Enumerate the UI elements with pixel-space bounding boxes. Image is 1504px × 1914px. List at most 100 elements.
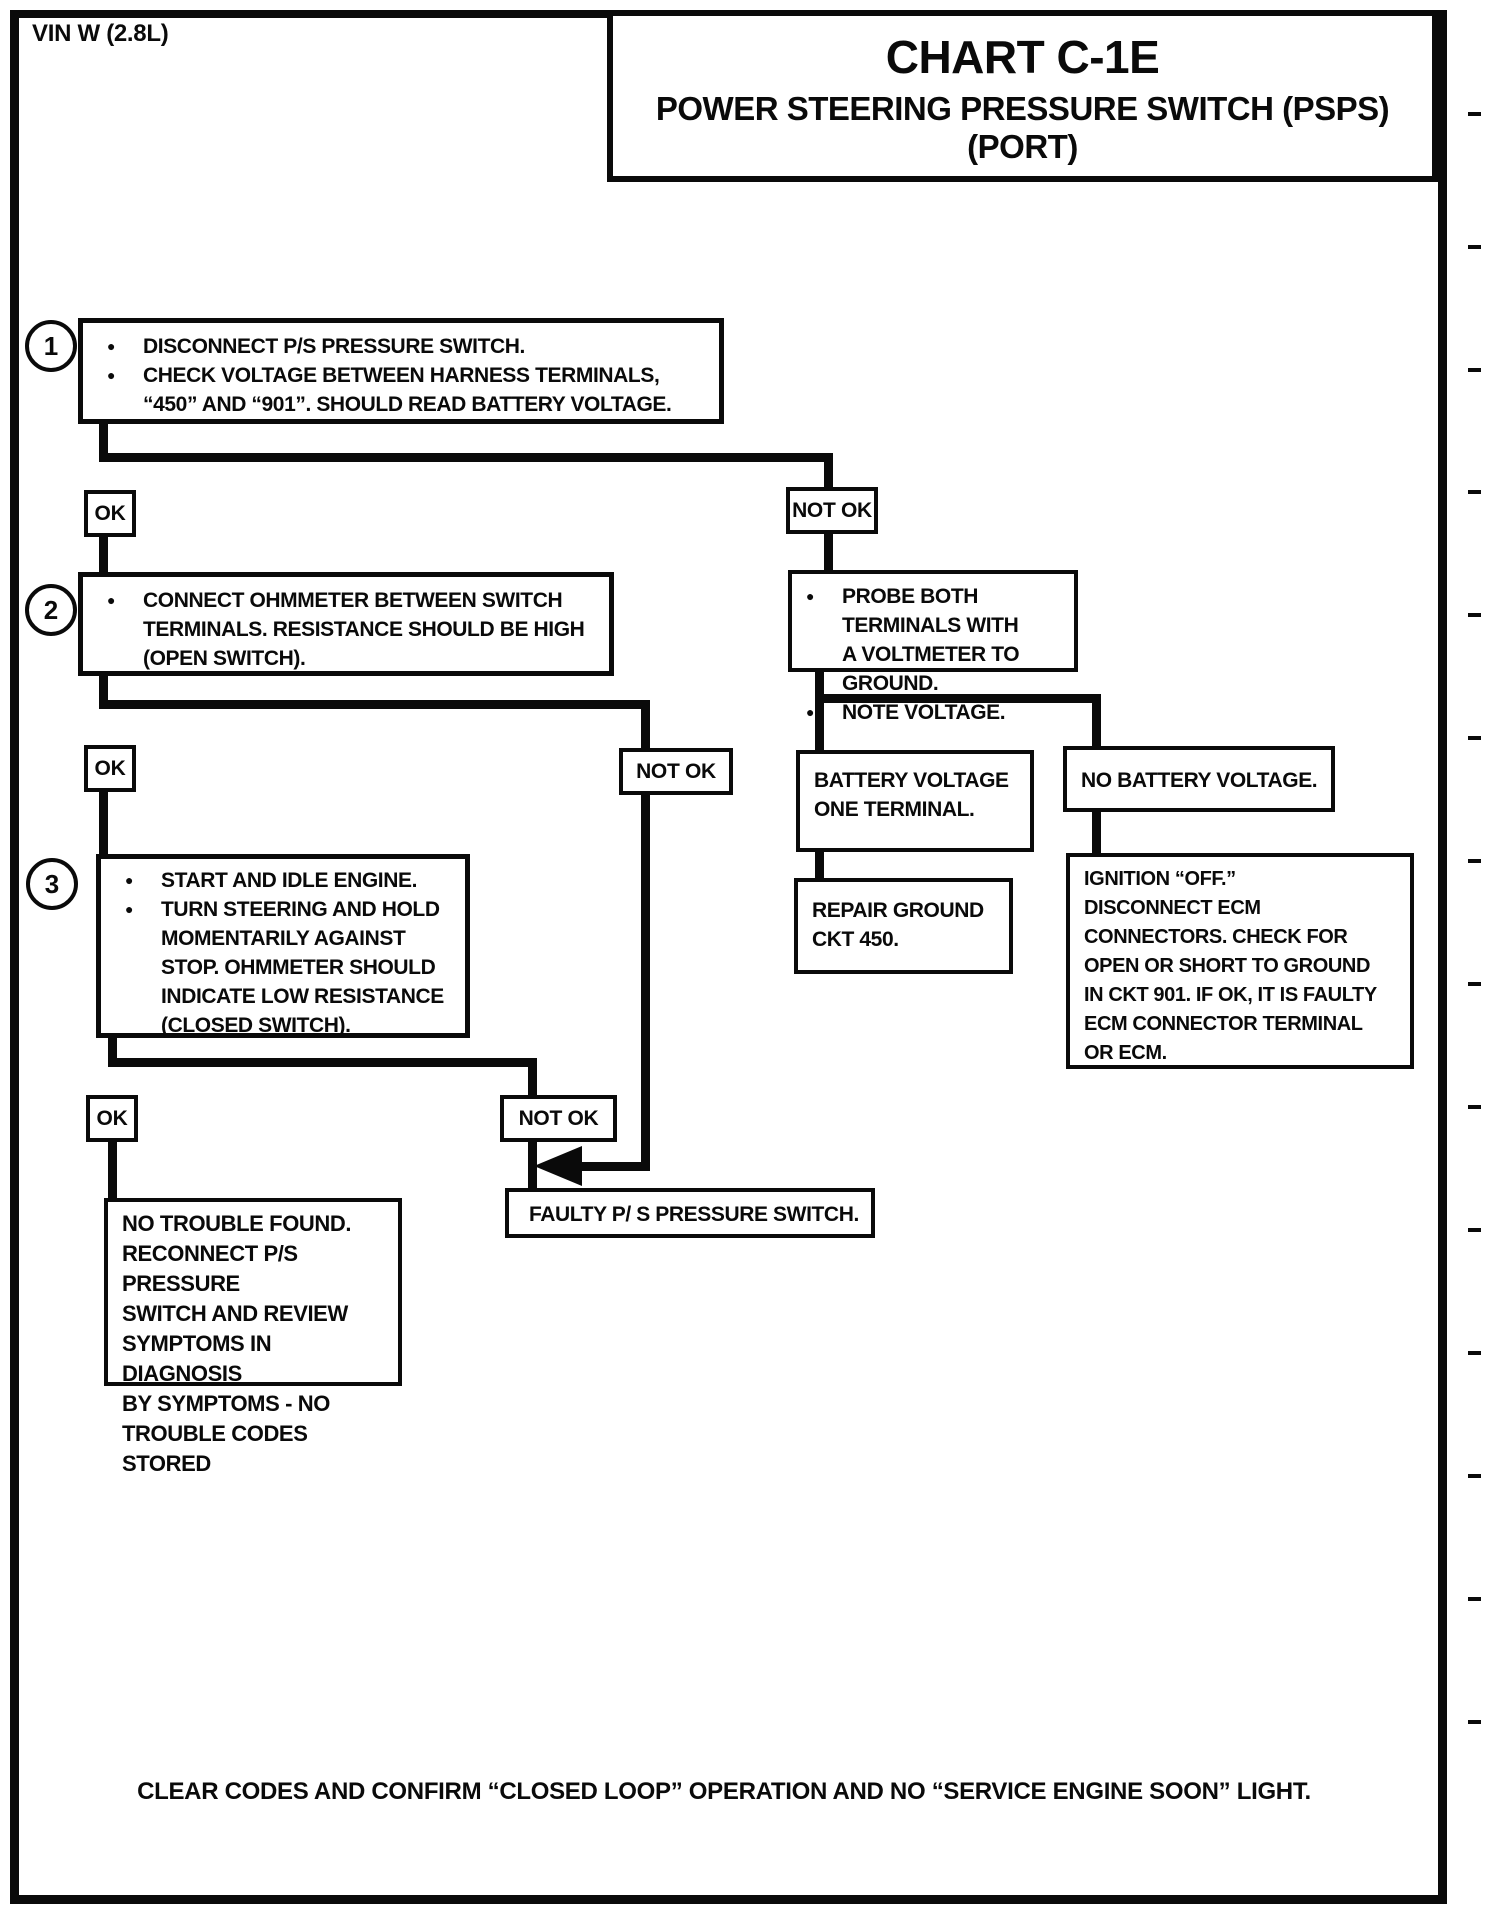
probe-line-1: PROBE BOTH TERMINALS WITH <box>842 585 1019 637</box>
repair-ground-box: REPAIR GROUND CKT 450. <box>794 878 1013 974</box>
chart-title-box: CHART C-1E POWER STEERING PRESSURE SWITC… <box>607 10 1438 182</box>
connector-line <box>815 852 824 878</box>
margin-tick <box>1468 1474 1481 1478</box>
connector-line <box>1092 812 1101 853</box>
margin-tick <box>1468 859 1481 863</box>
not-ok-label-1: NOT OK <box>786 487 878 534</box>
faulty-switch-line: FAULTY P/ S PRESSURE SWITCH. <box>529 1202 859 1226</box>
ignition-line-1: IGNITION “OFF.” <box>1084 868 1236 890</box>
page-border-bottom <box>10 1895 1447 1904</box>
ok-label-3: OK <box>86 1095 138 1142</box>
connector-line <box>108 1038 117 1062</box>
ignition-line-6: ECM CONNECTOR TERMINAL <box>1084 1013 1363 1035</box>
no-trouble-line-4: SYMPTOMS IN DIAGNOSIS <box>122 1331 272 1386</box>
connector-line <box>99 424 108 457</box>
connector-line <box>528 1142 537 1188</box>
ignition-off-box: IGNITION “OFF.” DISCONNECT ECM CONNECTOR… <box>1066 853 1414 1069</box>
step-3-number: 3 <box>44 868 60 899</box>
step-3-circle: 3 <box>26 858 78 910</box>
margin-tick <box>1468 1351 1481 1355</box>
step-1-number: 1 <box>43 330 59 361</box>
bullet-icon: ● <box>107 338 116 354</box>
no-battery-line: NO BATTERY VOLTAGE. <box>1081 768 1318 792</box>
probe-box: ●PROBE BOTH TERMINALS WITH A VOLTMETER T… <box>788 570 1078 724</box>
bullet-icon: ● <box>125 901 134 917</box>
battery-voltage-box: BATTERY VOLTAGE ONE TERMINAL. <box>796 750 1034 852</box>
ignition-line-2: DISCONNECT ECM <box>1084 897 1261 919</box>
margin-tick <box>1468 1597 1481 1601</box>
repair-line-2: CKT 450. <box>812 928 899 951</box>
margin-tick <box>1468 736 1481 740</box>
ok-label-2: OK <box>84 745 136 792</box>
connector-line <box>99 792 108 854</box>
step-3-line-6: (CLOSED SWITCH). <box>161 1014 351 1037</box>
footer-note: CLEAR CODES AND CONFIRM “CLOSED LOOP” OP… <box>137 1778 1311 1805</box>
chart-subtitle2: (PORT) <box>967 128 1078 165</box>
step-1-circle: 1 <box>25 320 77 372</box>
step-1-line-3: “450” AND “901”. SHOULD READ BATTERY VOL… <box>143 393 672 416</box>
no-trouble-line-1: NO TROUBLE FOUND. <box>122 1211 352 1236</box>
bullet-icon: ● <box>806 704 815 720</box>
vin-label: VIN W (2.8L) <box>32 20 169 47</box>
connector-line <box>815 694 1101 703</box>
chart-subtitle: POWER STEERING PRESSURE SWITCH (PSPS) <box>655 90 1390 127</box>
connector-line <box>99 700 650 709</box>
bullet-icon: ● <box>107 367 116 383</box>
margin-tick <box>1468 112 1481 116</box>
step-3-line-1: START AND IDLE ENGINE. <box>161 869 418 892</box>
no-trouble-line-6: TROUBLE CODES STORED <box>122 1421 308 1476</box>
margin-tick <box>1468 982 1481 986</box>
no-trouble-box: NO TROUBLE FOUND. RECONNECT P/S PRESSURE… <box>104 1198 402 1476</box>
connector-line <box>641 795 650 1171</box>
margin-tick <box>1468 368 1481 372</box>
step-2-line-1: CONNECT OHMMETER BETWEEN SWITCH <box>143 589 563 612</box>
ignition-line-5: IN CKT 901. IF OK, IT IS FAULTY <box>1084 984 1377 1006</box>
connector-line <box>578 1162 650 1171</box>
connector-line <box>99 537 108 572</box>
arrow-left-icon <box>534 1146 582 1186</box>
step-3-line-2: TURN STEERING AND HOLD <box>161 898 440 921</box>
repair-line-1: REPAIR GROUND <box>812 899 984 922</box>
page-border-left <box>10 10 19 1904</box>
connector-line <box>99 676 108 703</box>
no-trouble-line-5: BY SYMPTOMS - NO <box>122 1391 330 1416</box>
not-ok-label-2: NOT OK <box>619 748 733 795</box>
connector-line <box>641 700 650 750</box>
no-battery-voltage-box: NO BATTERY VOLTAGE. <box>1063 746 1335 812</box>
margin-tick <box>1468 1720 1481 1724</box>
connector-line <box>528 1058 537 1095</box>
ok-label-1: OK <box>84 490 136 537</box>
step-1-box: ● DISCONNECT P/S PRESSURE SWITCH. ● CHECK … <box>78 318 724 424</box>
margin-tick <box>1468 490 1481 494</box>
connector-line <box>108 1058 537 1067</box>
step-2-line-2: TERMINALS. RESISTANCE SHOULD BE HIGH <box>143 618 585 641</box>
step-3-box: ● START AND IDLE ENGINE. ● TURN STEERING A… <box>96 854 470 1038</box>
step-2-line-3: (OPEN SWITCH). <box>143 647 306 670</box>
no-trouble-line-2: RECONNECT P/S PRESSURE <box>122 1241 298 1296</box>
bullet-icon: ● <box>107 592 116 608</box>
battery-line-1: BATTERY VOLTAGE <box>814 769 1009 792</box>
chart-title: CHART C-1E <box>885 31 1160 83</box>
page-border-right <box>1438 10 1447 1904</box>
step-3-line-3: MOMENTARILY AGAINST <box>161 927 406 950</box>
connector-line <box>815 672 824 750</box>
step-1-line-2: CHECK VOLTAGE BETWEEN HARNESS TERMINALS, <box>143 364 660 387</box>
step-2-number: 2 <box>43 594 59 625</box>
connector-line <box>824 534 833 572</box>
margin-tick <box>1468 1228 1481 1232</box>
bullet-icon: ● <box>125 872 134 888</box>
not-ok-label-3: NOT OK <box>500 1095 617 1142</box>
step-1-line-1: DISCONNECT P/S PRESSURE SWITCH. <box>143 335 525 358</box>
connector-line <box>824 453 833 491</box>
battery-line-2: ONE TERMINAL. <box>814 798 975 821</box>
no-trouble-line-3: SWITCH AND REVIEW <box>122 1301 348 1326</box>
margin-tick <box>1468 613 1481 617</box>
step-2-circle: 2 <box>25 584 77 636</box>
margin-tick <box>1468 1105 1481 1109</box>
step-3-line-4: STOP. OHMMETER SHOULD <box>161 956 436 979</box>
probe-line-3: NOTE VOLTAGE. <box>842 701 1006 724</box>
ignition-line-4: OPEN OR SHORT TO GROUND <box>1084 955 1371 977</box>
ignition-line-7: OR ECM. <box>1084 1042 1167 1064</box>
step-2-box: ● CONNECT OHMMETER BETWEEN SWITCH TERMINA… <box>78 572 614 676</box>
